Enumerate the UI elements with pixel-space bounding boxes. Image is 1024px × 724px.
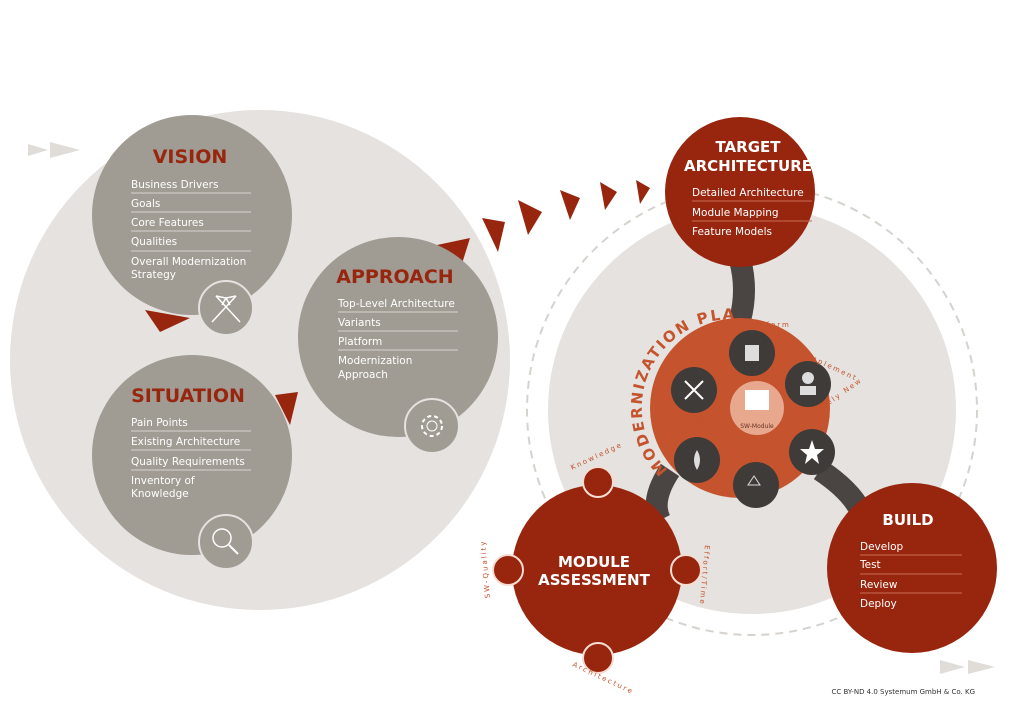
list-item: Overall Modernization — [131, 256, 246, 268]
build-title: BUILD — [882, 511, 933, 529]
list-item: Knowledge — [131, 488, 189, 500]
target-architecture-section: TARGET ARCHITECTURE Detailed Architectur… — [665, 117, 815, 267]
list-item: Strategy — [131, 269, 176, 281]
assessment-title: ASSESSMENT — [538, 571, 650, 589]
cycle-path — [526, 184, 978, 636]
vision-section: VISION Business Drivers Goals Core Featu… — [92, 115, 292, 336]
list-item: Business Drivers — [131, 179, 218, 191]
award-icon — [492, 554, 524, 586]
target-title: ARCHITECTURE — [684, 157, 812, 175]
list-item: Modernization — [338, 355, 412, 367]
hierarchy-icon — [582, 642, 614, 674]
option-label: Transform — [737, 321, 791, 329]
list-item: Variants — [338, 317, 381, 329]
list-item: Develop — [860, 541, 904, 553]
gear-icon — [404, 398, 460, 454]
entry-arrow-icon — [50, 142, 80, 158]
list-item: Top-Level Architecture — [337, 298, 455, 310]
option-label: Migrate — [742, 454, 783, 462]
flags-icon — [198, 280, 254, 336]
brain-icon — [582, 466, 614, 498]
exit-arrow-icon — [940, 660, 965, 674]
list-item: Qualities — [131, 236, 177, 248]
approach-section: APPROACH Top-Level Architecture Variants… — [298, 237, 498, 454]
target-title: TARGET — [715, 138, 781, 156]
list-item: Platform — [338, 336, 382, 348]
entry-arrow-icon — [28, 144, 48, 156]
list-item: Pain Points — [131, 417, 188, 429]
situation-title: SITUATION — [131, 385, 245, 407]
approach-title: APPROACH — [336, 266, 453, 288]
list-item: Deploy — [860, 598, 897, 610]
list-item: Approach — [338, 369, 388, 381]
magnifier-icon — [198, 514, 254, 570]
hourglass-icon — [670, 554, 702, 586]
license-credit: CC BY-ND 4.0 Systemum GmbH & Co. KG — [831, 688, 975, 696]
list-item: Quality Requirements — [131, 456, 245, 468]
sw-module-label: SW-Module — [740, 423, 774, 430]
flow-arrows — [145, 180, 650, 425]
list-item: Existing Architecture — [131, 436, 240, 448]
list-item: Detailed Architecture — [692, 187, 804, 199]
list-item: Module Mapping — [692, 207, 779, 219]
assessment-title: MODULE — [558, 553, 630, 571]
situation-section: SITUATION Pain Points Existing Architect… — [92, 355, 292, 570]
build-section: BUILD Develop Test Review Deploy — [827, 483, 997, 653]
exit-arrow-icon — [968, 660, 995, 674]
list-item: Core Features — [131, 217, 204, 229]
list-item: Test — [859, 559, 881, 571]
list-item: Inventory of — [131, 475, 195, 487]
list-item: Review — [860, 579, 898, 591]
vision-title: VISION — [153, 146, 228, 168]
aspect-label: SW-Quality — [479, 539, 492, 598]
list-item: Feature Models — [692, 226, 772, 238]
list-item: Goals — [131, 198, 160, 210]
